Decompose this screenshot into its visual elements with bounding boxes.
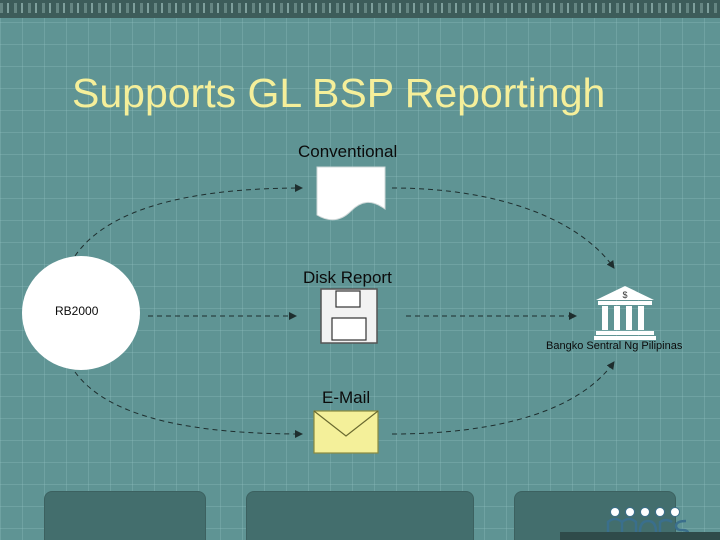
source-circle [22,256,140,370]
channel-label-email: E-Mail [322,388,371,407]
destination-label: Bangko Sentral Ng Pilipinas [546,340,683,352]
footer-bar [560,532,720,540]
arrow-conventional-to-bank [391,187,615,269]
channel-label-disk-report: Disk Report [303,268,392,287]
decorative-top-bar [0,0,720,18]
footer-panel-center [247,492,473,540]
slide-title: Supports GL BSP Reportingh [72,70,606,116]
arrow-email-to-bank [391,361,615,435]
bank-building-icon: $ [594,286,656,340]
bank-symbol: $ [622,290,627,300]
arrow-source-to-email [74,371,303,438]
footer-panel-left [45,492,205,540]
floppy-disk-icon [320,288,378,344]
company-logo [606,507,690,538]
arrow-source-to-conventional [74,184,303,257]
paper-document-icon [316,166,386,221]
envelope-icon [313,410,379,454]
source-label: RB2000 [55,304,99,318]
channel-label-conventional: Conventional [298,142,398,161]
